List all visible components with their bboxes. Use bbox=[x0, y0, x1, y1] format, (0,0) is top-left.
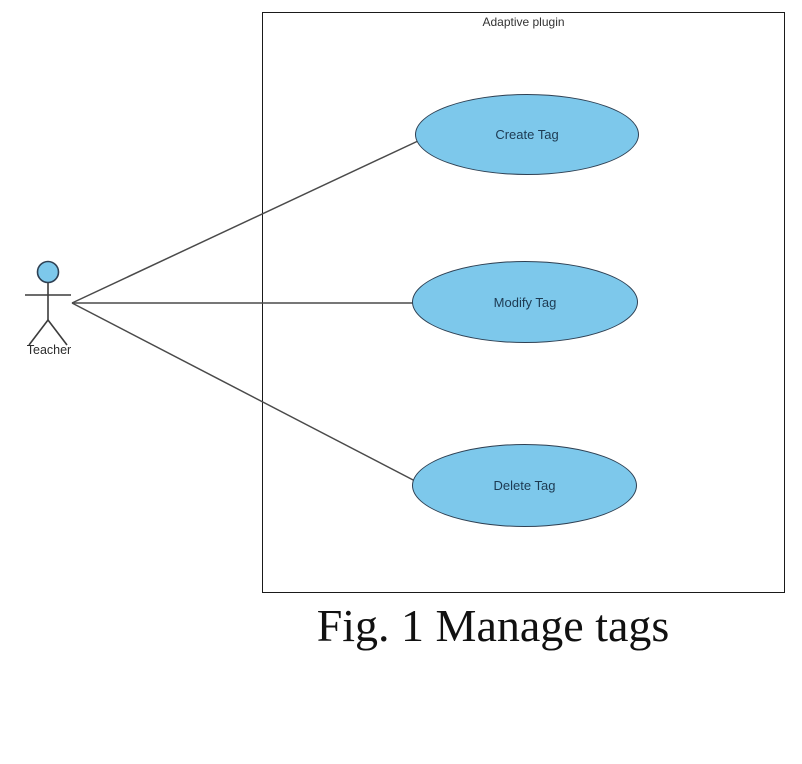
association-line-delete-tag bbox=[71, 302, 418, 483]
stick-figure-actor-icon bbox=[25, 260, 71, 346]
actor-head bbox=[36, 260, 60, 284]
usecase-label-delete-tag: Delete Tag bbox=[493, 478, 556, 493]
usecase-ellipse-modify-tag: Modify Tag bbox=[412, 261, 638, 343]
usecase-ellipse-create-tag: Create Tag bbox=[415, 94, 639, 175]
actor-right-leg bbox=[47, 319, 68, 346]
system-boundary-label: Adaptive plugin bbox=[482, 15, 565, 29]
usecase-ellipse-delete-tag: Delete Tag bbox=[412, 444, 637, 527]
actor-left-leg bbox=[28, 319, 49, 346]
usecase-label-create-tag: Create Tag bbox=[495, 127, 559, 142]
figure-caption: Fig. 1 Manage tags bbox=[316, 600, 670, 651]
actor-label: Teacher bbox=[26, 343, 72, 357]
usecase-label-modify-tag: Modify Tag bbox=[493, 294, 557, 310]
association-line-create-tag bbox=[71, 140, 419, 304]
